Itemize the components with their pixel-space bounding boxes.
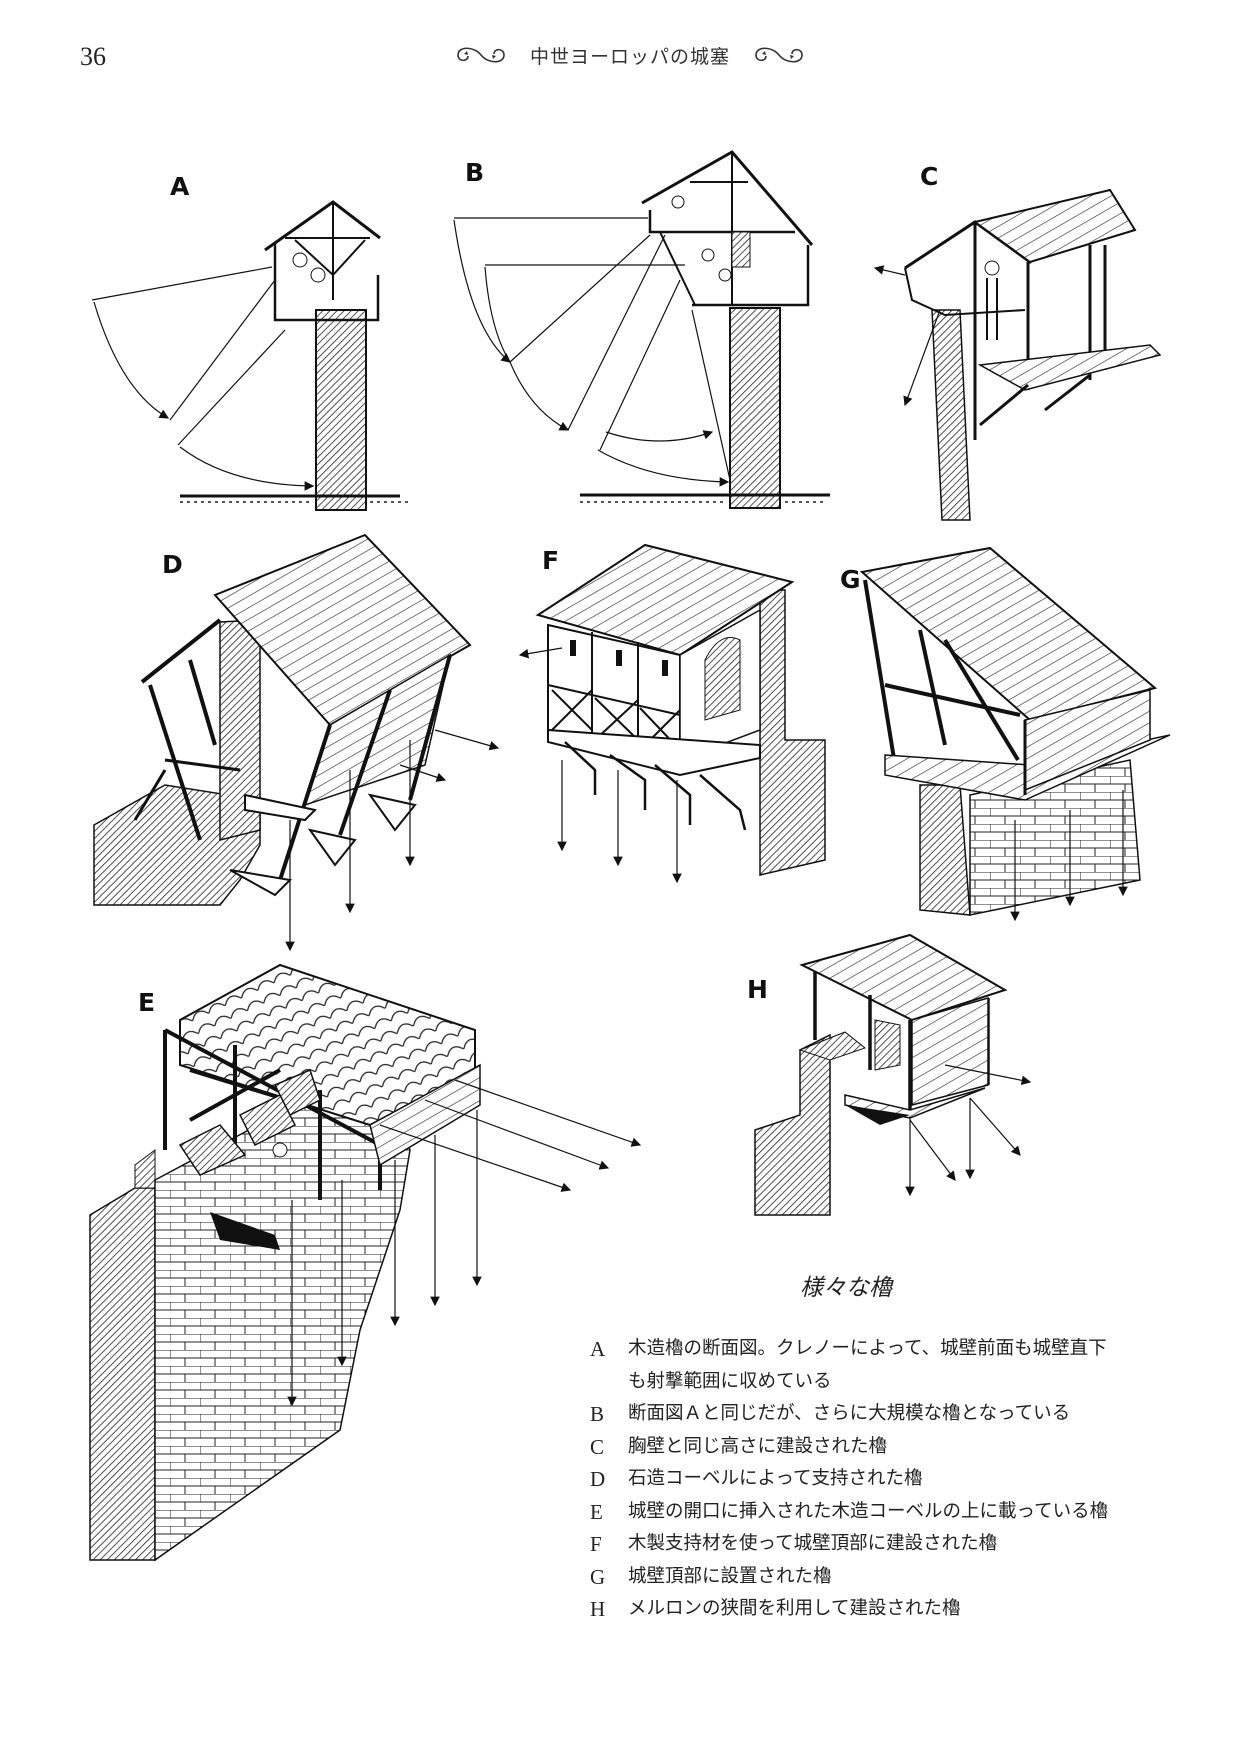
legend-item: A 木造櫓の断面図。クレノーによって、城壁前面も城壁直下 bbox=[590, 1333, 1210, 1366]
legend-key: F bbox=[590, 1532, 602, 1556]
legend-item: D 石造コーベルによって支持された櫓 bbox=[590, 1463, 1210, 1496]
figure-f: F bbox=[518, 520, 840, 900]
figure-f-illustration bbox=[518, 543, 826, 884]
legend-item: F 木製支持材を使って城壁頂部に建設された櫓 bbox=[590, 1528, 1210, 1561]
legend-text: 石造コーベルによって支持された櫓 bbox=[628, 1468, 923, 1489]
figure-label: C bbox=[920, 162, 939, 191]
figure-b: B bbox=[430, 140, 830, 520]
legend-item-continuation: も射撃範囲に収めている bbox=[590, 1366, 1210, 1399]
figure-a-illustration bbox=[91, 200, 410, 511]
figure-label: G bbox=[840, 565, 861, 594]
figure-a: A bbox=[80, 150, 460, 520]
legend-item: E 城壁の開口に挿入された木造コーベルの上に載っている櫓 bbox=[590, 1496, 1210, 1529]
figure-label: A bbox=[170, 172, 190, 201]
legend-key: H bbox=[590, 1597, 606, 1621]
figure-e: E bbox=[80, 950, 720, 1570]
figure-c-illustration bbox=[873, 188, 1162, 521]
figure-label: E bbox=[138, 988, 156, 1017]
figure-label: H bbox=[747, 975, 768, 1004]
legend-key: B bbox=[590, 1402, 605, 1426]
running-title: 中世ヨーロッパの城塞 bbox=[529, 45, 730, 68]
legend-text: メルロンの狭間を利用して建設された櫓 bbox=[628, 1598, 961, 1619]
figure-h-illustration bbox=[754, 933, 1032, 1216]
legend-key: G bbox=[590, 1564, 606, 1589]
legend-key: D bbox=[590, 1467, 606, 1491]
legend-text: 胸壁と同じ高さに建設された櫓 bbox=[628, 1435, 888, 1457]
figure-g-illustration bbox=[859, 546, 1171, 922]
legend-item: H メルロンの狭間を利用して建設された櫓 bbox=[590, 1593, 1210, 1626]
figure-c: C bbox=[850, 150, 1170, 521]
fleuron-ornament-icon bbox=[755, 47, 803, 63]
legend-key: C bbox=[590, 1434, 605, 1459]
page-number: 36 bbox=[80, 42, 106, 71]
legend-text: 城壁頂部に設置された櫓 bbox=[628, 1565, 832, 1587]
legend-item: C 胸壁と同じ高さに建設された櫓 bbox=[590, 1431, 1210, 1464]
figure-label: D bbox=[162, 550, 183, 579]
fleuron-ornament-icon bbox=[457, 47, 505, 63]
legend-text: 断面図Ａと同じだが、さらに大規模な櫓となっている bbox=[628, 1403, 1071, 1424]
legend-key: A bbox=[590, 1337, 606, 1361]
figure-h: H bbox=[730, 920, 1050, 1220]
figure-g: G bbox=[840, 520, 1180, 922]
legend-text: 木造櫓の断面図。クレノーによって、城壁前面も城壁直下 bbox=[628, 1338, 1107, 1359]
figure-label: B bbox=[465, 158, 485, 187]
figure-d-illustration bbox=[93, 533, 500, 952]
legend-item: G 城壁頂部に設置された櫓 bbox=[590, 1561, 1210, 1594]
running-head: 中世ヨーロッパの城塞 bbox=[430, 40, 830, 70]
figure-b-illustration bbox=[453, 150, 830, 509]
caption-legend: A 木造櫓の断面図。クレノーによって、城壁前面も城壁直下 も射撃範囲に収めている… bbox=[590, 1333, 1210, 1626]
figure-e-illustration bbox=[89, 963, 642, 1562]
legend-text: も射撃範囲に収めている bbox=[628, 1370, 832, 1392]
legend-text: 木製支持材を使って城壁頂部に建設された櫓 bbox=[628, 1533, 998, 1554]
legend-text: 城壁の開口に挿入された木造コーベルの上に載っている櫓 bbox=[628, 1500, 1109, 1522]
caption-title: 様々な櫓 bbox=[800, 1275, 892, 1301]
legend-item: B 断面図Ａと同じだが、さらに大規模な櫓となっている bbox=[590, 1398, 1210, 1431]
figure-d: D bbox=[80, 520, 500, 952]
legend-key: E bbox=[590, 1499, 603, 1524]
figure-label: F bbox=[542, 546, 560, 575]
